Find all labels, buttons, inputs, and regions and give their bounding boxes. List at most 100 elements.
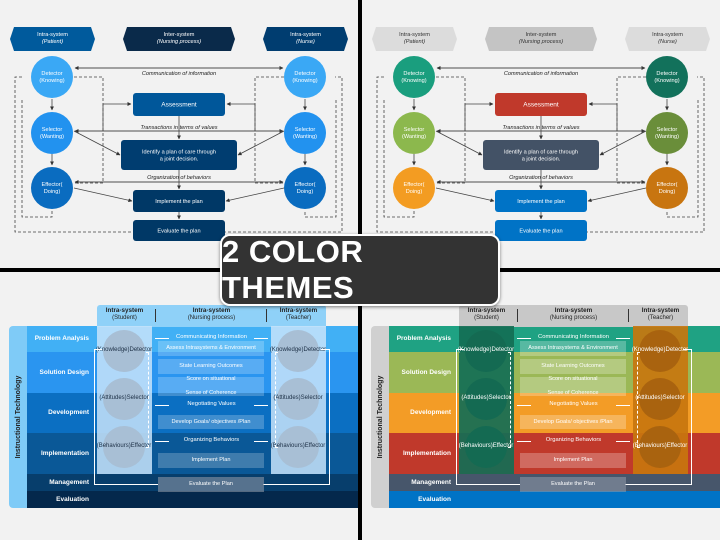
circle-label-line: Doing) <box>44 189 61 195</box>
row-label: Solution Design <box>39 368 89 376</box>
row-label: Management <box>49 478 89 486</box>
left-arrow <box>517 338 531 339</box>
circle-label: Effector(Doing) <box>294 182 315 195</box>
dashed-feedback-loop <box>616 76 646 184</box>
implement-box <box>133 190 225 212</box>
selector-circle <box>393 112 435 154</box>
color-themes-banner: 2 COLOR THEMES <box>220 234 500 306</box>
joint-decision-box <box>121 140 237 170</box>
flow-arrow <box>237 130 285 156</box>
circle-label: Effector(Doing) <box>656 182 677 195</box>
column-header-bar <box>459 305 688 327</box>
column-header-title: Intra-system <box>467 307 506 314</box>
box-label-line: Implement the plan <box>517 199 565 205</box>
box-label: Assess Intrasystems & Environment <box>528 345 618 352</box>
right-arrow <box>616 338 630 339</box>
header-title: Inter-system <box>526 32 557 38</box>
assessment-box-label: Assessment <box>161 102 197 109</box>
box-label-line: Identify a plan of care through <box>504 150 578 156</box>
box-label: Assess Intrasystems & Environment <box>166 345 256 352</box>
box-label: Develop Goals/ objectives /Plan <box>171 418 251 425</box>
header-subtitle: (Nurse) <box>296 39 315 45</box>
circle-label: (Attitudes) <box>273 395 301 402</box>
right-arrow <box>254 338 268 339</box>
dashed-feedback-loop <box>21 100 53 218</box>
box-label: Evaluate the Plan <box>189 481 233 488</box>
joint-decision-box <box>483 140 599 170</box>
effector-circle: (Behaviours)Effector <box>271 426 325 468</box>
row-label: Solution Design <box>401 368 451 376</box>
implement-plan-box: Implement Plan <box>520 453 626 468</box>
multicolor-theme-flow-diagram: Intra-system(Patient)Inter-system(Nursin… <box>362 0 720 268</box>
box-label-line: Implement the plan <box>155 199 203 205</box>
circle-label-line: Detector <box>294 71 315 77</box>
dashed-feedback-loop <box>383 100 415 218</box>
dashed-loop <box>508 352 511 448</box>
develop-goals-box: Develop Goals/ objectives /Plan <box>158 415 264 429</box>
circle-label: Selector(Wanting) <box>402 127 426 140</box>
flow-label: Transactions in terms of values <box>503 125 580 131</box>
circle-label: (Attitudes) <box>99 395 127 402</box>
flow-arrow <box>73 130 121 156</box>
circle-label: (Knowledge) <box>269 347 304 354</box>
circle-label: Detector <box>665 347 689 354</box>
box-label-line: a joint decision. <box>522 157 561 163</box>
develop-goals-box: Develop Goals/ objectives /Plan <box>520 415 626 429</box>
header-hexagon <box>10 27 95 51</box>
box-label-line: Assessment <box>161 102 197 109</box>
selector-circle: (Attitudes)Selector <box>461 378 511 420</box>
header-subtitle: (Nursing process) <box>519 39 563 45</box>
column-header-subtitle: (Nursing process) <box>549 314 598 321</box>
circle-label: Selector <box>662 395 685 402</box>
dashed-feedback-loop <box>74 76 104 184</box>
circle-label: (Behaviours) <box>96 443 131 450</box>
dashed-feedback-loop <box>304 100 337 218</box>
column-header-title: Intra-system <box>192 307 231 314</box>
header-hexagon <box>372 27 457 51</box>
implement-plan-box: Implement Plan <box>158 453 264 468</box>
feedback-loop-line <box>94 349 95 485</box>
column-header: Intra-system(Teacher) <box>633 307 688 325</box>
circle-label: Detector(Knowing) <box>654 71 679 84</box>
circle-label-line: (Knowing) <box>654 78 679 84</box>
flow-label: Organization of behaviors <box>147 175 211 181</box>
feedback-loop-line <box>94 484 158 485</box>
circle-label-line: Doing) <box>659 189 676 195</box>
effector-circle <box>393 167 435 209</box>
feedback-loop-line <box>321 349 329 350</box>
dashed-loop <box>275 352 278 448</box>
flow-connector <box>464 102 494 131</box>
circle-label: Effector <box>492 443 514 450</box>
effector-circle <box>31 167 73 209</box>
header-title: Inter-system <box>164 32 195 38</box>
flow-arrow <box>225 187 285 203</box>
assessment-box-label: Assessment <box>523 102 559 109</box>
column-header: Intra-system(Student) <box>97 307 152 325</box>
box-label-line: Evaluate the plan <box>519 229 562 235</box>
circle-label: Selector <box>488 395 511 402</box>
column-header-title: Intra-system <box>105 307 144 314</box>
flow-label: Communication of information <box>504 71 578 77</box>
header-hexagon <box>263 27 348 51</box>
flow-label: Transactions in terms of values <box>141 125 218 131</box>
circle-label: (Attitudes) <box>461 395 489 402</box>
box-label: Implement Plan <box>191 457 231 464</box>
column-header: Intra-system(Teacher) <box>271 307 326 325</box>
flow-label: Negotiating Values <box>187 401 236 407</box>
dashed-feedback-loop <box>666 100 699 218</box>
feedback-loop-line <box>329 349 330 485</box>
feedback-loop-line <box>691 349 692 485</box>
evaluate-box <box>133 220 225 241</box>
detector-circle: (Knowledge)Detector <box>96 330 152 372</box>
banner-title: 2 COLOR THEMES <box>222 234 364 305</box>
circle-label-line: Doing) <box>297 189 314 195</box>
implement-box-label: Implement the plan <box>517 199 565 205</box>
row-label: Development <box>410 409 451 417</box>
row-label: Development <box>48 409 89 417</box>
selector-circle: (Attitudes)Selector <box>635 378 685 420</box>
circle-label-line: (Knowing) <box>39 78 64 84</box>
circle-label-line: (Wanting) <box>402 134 426 140</box>
